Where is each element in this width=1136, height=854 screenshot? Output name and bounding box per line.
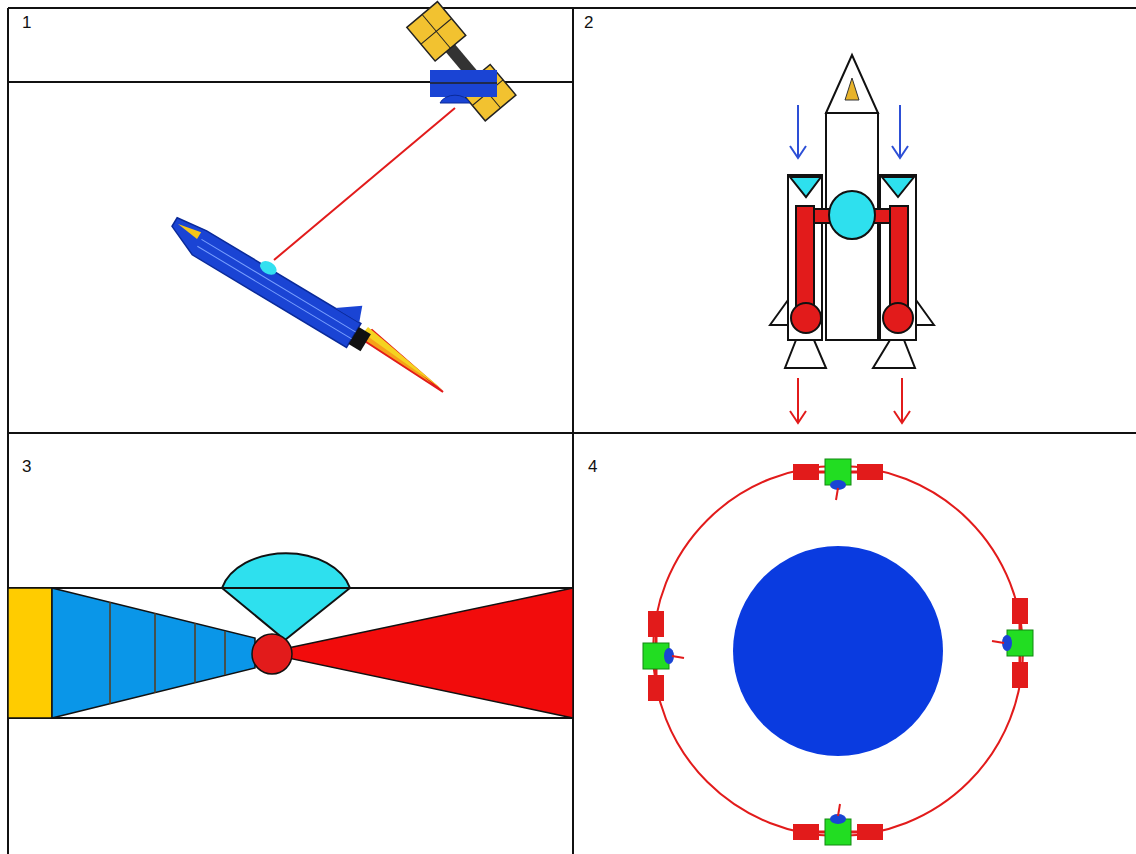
rocket-plane: [165, 201, 443, 392]
satellite: [407, 2, 516, 121]
panel-number: 4: [588, 458, 597, 475]
planet: [733, 546, 943, 756]
orbit: [653, 466, 1023, 836]
engine-section: [8, 553, 573, 718]
panel-number: 2: [584, 14, 593, 31]
panel-number: 1: [22, 14, 31, 31]
orbit-satellite: [643, 459, 1033, 845]
flow-arrows: [790, 105, 910, 423]
panel-frame: [8, 8, 1136, 854]
laser-beam: [274, 108, 455, 260]
panel-number: 3: [22, 458, 31, 475]
rocket: [770, 55, 934, 368]
